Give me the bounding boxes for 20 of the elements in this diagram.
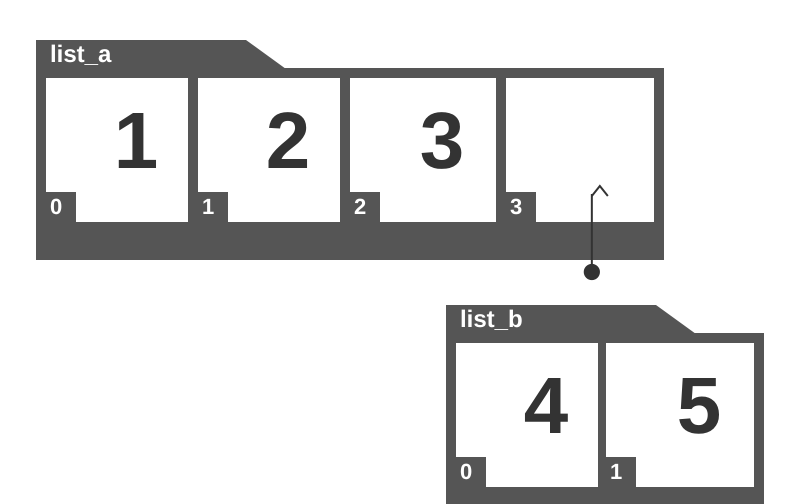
cell-value: 5	[676, 361, 722, 451]
array-cell	[46, 78, 188, 222]
list-name: list_a	[50, 41, 112, 69]
cell-value: 4	[522, 361, 570, 451]
array-cell	[456, 343, 598, 487]
array-cell	[606, 343, 754, 487]
index-badge: 2	[350, 192, 380, 222]
index-badge: 0	[46, 192, 76, 222]
cell-value: 1	[112, 96, 160, 186]
arrow	[584, 185, 609, 280]
index-badge: 1	[198, 192, 228, 222]
list-name: list_b	[460, 306, 523, 334]
index-badge: 3	[506, 192, 536, 222]
index-badge: 1	[606, 457, 636, 487]
array-cell	[506, 78, 654, 222]
cell-value: 3	[418, 96, 466, 186]
array-cell	[350, 78, 496, 222]
cell-value: 2	[264, 96, 312, 186]
array-cell	[198, 78, 340, 222]
index-badge: 0	[456, 457, 486, 487]
